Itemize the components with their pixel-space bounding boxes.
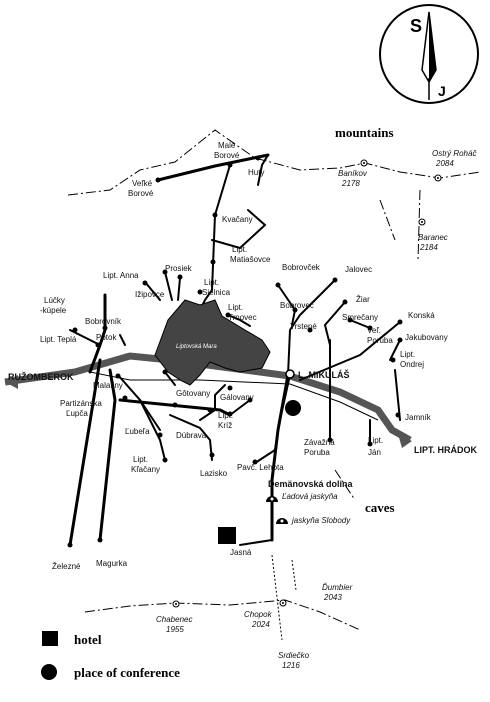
svg-text:Kríž: Kríž xyxy=(218,421,232,430)
svg-text:Veľ.: Veľ. xyxy=(367,326,381,335)
hotel-marker xyxy=(218,527,236,544)
svg-text:Trnovec: Trnovec xyxy=(228,313,257,322)
compass-north-label: S xyxy=(410,16,422,36)
svg-text:Chabenec: Chabenec xyxy=(156,615,192,624)
svg-text:Huty: Huty xyxy=(248,168,264,177)
svg-text:Ižipovce: Ižipovce xyxy=(135,290,165,299)
svg-text:Bobrovec: Bobrovec xyxy=(280,301,314,310)
svg-text:Lipt.: Lipt. xyxy=(232,245,247,254)
svg-text:Lipt.: Lipt. xyxy=(228,303,243,312)
svg-text:Ondrej: Ondrej xyxy=(400,360,424,369)
svg-text:L. MIKULÁŠ: L. MIKULÁŠ xyxy=(298,369,350,380)
svg-text:Jalovec: Jalovec xyxy=(345,265,372,274)
svg-text:2184: 2184 xyxy=(419,243,438,252)
svg-text:Lúčky: Lúčky xyxy=(44,296,65,305)
svg-text:Chopok: Chopok xyxy=(244,610,273,619)
svg-text:Srdiečko: Srdiečko xyxy=(278,651,310,660)
svg-text:Konská: Konská xyxy=(408,311,435,320)
svg-text:Malatiny: Malatiny xyxy=(93,381,123,390)
svg-text:Prosiek: Prosiek xyxy=(165,264,193,273)
svg-text:Bobrovček: Bobrovček xyxy=(282,263,321,272)
svg-text:Závažná: Závažná xyxy=(304,438,335,447)
lake-liptovska-mara: Liptovská Mara xyxy=(154,299,271,386)
svg-text:Matiašovce: Matiašovce xyxy=(230,255,271,264)
svg-text:Lipt.: Lipt. xyxy=(133,455,148,464)
svg-text:1955: 1955 xyxy=(166,625,184,634)
svg-text:2178: 2178 xyxy=(341,179,360,188)
svg-text:LIPT. HRÁDOK: LIPT. HRÁDOK xyxy=(414,445,478,455)
legend-mountains: mountains xyxy=(335,125,394,140)
svg-text:Poruba: Poruba xyxy=(367,336,393,345)
svg-text:Železné: Železné xyxy=(52,562,81,571)
svg-text:Ľadová jaskyňa: Ľadová jaskyňa xyxy=(282,492,338,501)
peak-markers xyxy=(172,159,442,608)
compass-south-label: J xyxy=(438,83,446,99)
svg-text:Kľačany: Kľačany xyxy=(131,465,160,474)
svg-text:Demänovská dolina: Demänovská dolina xyxy=(268,479,354,489)
svg-text:RUŽOMBEROK: RUŽOMBEROK xyxy=(8,371,74,382)
svg-text:Poruba: Poruba xyxy=(304,448,330,457)
svg-text:Sielnica: Sielnica xyxy=(202,288,231,297)
svg-text:jaskyňa Slobody: jaskyňa Slobody xyxy=(291,516,351,525)
svg-text:Dúbrava: Dúbrava xyxy=(176,431,207,440)
svg-text:Kvačany: Kvačany xyxy=(222,215,253,224)
svg-text:Lipt.: Lipt. xyxy=(368,436,383,445)
railway xyxy=(89,371,379,641)
svg-text:Malé: Malé xyxy=(218,141,236,150)
compass-icon: S J xyxy=(379,4,479,104)
svg-text:Baníkov: Baníkov xyxy=(338,169,368,178)
lake-label: Liptovská Mara xyxy=(176,344,217,350)
cave-icon xyxy=(266,496,288,524)
svg-text:Potok: Potok xyxy=(96,333,117,342)
svg-text:Lipt.: Lipt. xyxy=(400,350,415,359)
svg-text:Veľké: Veľké xyxy=(132,179,153,188)
legend-hotel-icon xyxy=(42,631,58,646)
svg-text:Trstené: Trstené xyxy=(290,322,317,331)
svg-text:Bobrovník: Bobrovník xyxy=(85,317,122,326)
town-dots xyxy=(67,155,403,548)
main-road xyxy=(4,352,412,448)
svg-text:Gálovany: Gálovany xyxy=(220,393,254,402)
svg-text:Borové: Borové xyxy=(128,189,154,198)
svg-text:Ján: Ján xyxy=(368,448,381,457)
svg-text:Borové: Borové xyxy=(214,151,240,160)
svg-text:Ostrý Roháč: Ostrý Roháč xyxy=(432,149,476,158)
svg-text:Ľubeľa: Ľubeľa xyxy=(125,427,150,436)
svg-text:Lipt. Anna: Lipt. Anna xyxy=(103,271,139,280)
svg-text:Jasná: Jasná xyxy=(230,548,252,557)
legend-caves: caves xyxy=(365,500,395,515)
svg-text:Ľupča: Ľupča xyxy=(66,409,88,418)
legend-conference-icon xyxy=(41,664,57,680)
mountain-ridges xyxy=(67,129,481,631)
svg-text:1216: 1216 xyxy=(282,661,300,670)
legend-conference: place of conference xyxy=(74,665,180,680)
conference-marker xyxy=(285,400,301,416)
svg-text:Gôtovany: Gôtovany xyxy=(176,389,210,398)
svg-text:Smrečany: Smrečany xyxy=(342,313,378,322)
svg-text:Lipt.: Lipt. xyxy=(218,411,233,420)
svg-text:2043: 2043 xyxy=(323,593,342,602)
peak-labels: Ostrý Roháč 2084 Baníkov 2178 Baranec 21… xyxy=(156,149,476,670)
svg-text:Lipt. Teplá: Lipt. Teplá xyxy=(40,335,77,344)
svg-text:Lazisko: Lazisko xyxy=(200,469,228,478)
svg-text:Partizánska: Partizánska xyxy=(60,399,102,408)
legend: mountains caves hotel place of conferenc… xyxy=(41,125,395,680)
legend-hotel: hotel xyxy=(74,632,102,647)
l-mikulas-marker xyxy=(285,369,295,379)
svg-text:-kúpele: -kúpele xyxy=(40,306,67,315)
town-labels: Malé Borové Veľké Borové Huty Kvačany Li… xyxy=(8,141,478,571)
svg-text:Lipt.: Lipt. xyxy=(204,278,219,287)
svg-text:Žiar: Žiar xyxy=(356,295,370,304)
svg-text:Jamník: Jamník xyxy=(405,413,432,422)
svg-text:Magurka: Magurka xyxy=(96,559,128,568)
svg-text:Baranec: Baranec xyxy=(418,233,448,242)
svg-text:Ďumbier: Ďumbier xyxy=(322,583,353,592)
svg-text:Jakubovany: Jakubovany xyxy=(405,333,448,342)
svg-text:Pavč. Lehota: Pavč. Lehota xyxy=(237,463,284,472)
svg-text:2084: 2084 xyxy=(435,159,454,168)
svg-text:2024: 2024 xyxy=(251,620,270,629)
